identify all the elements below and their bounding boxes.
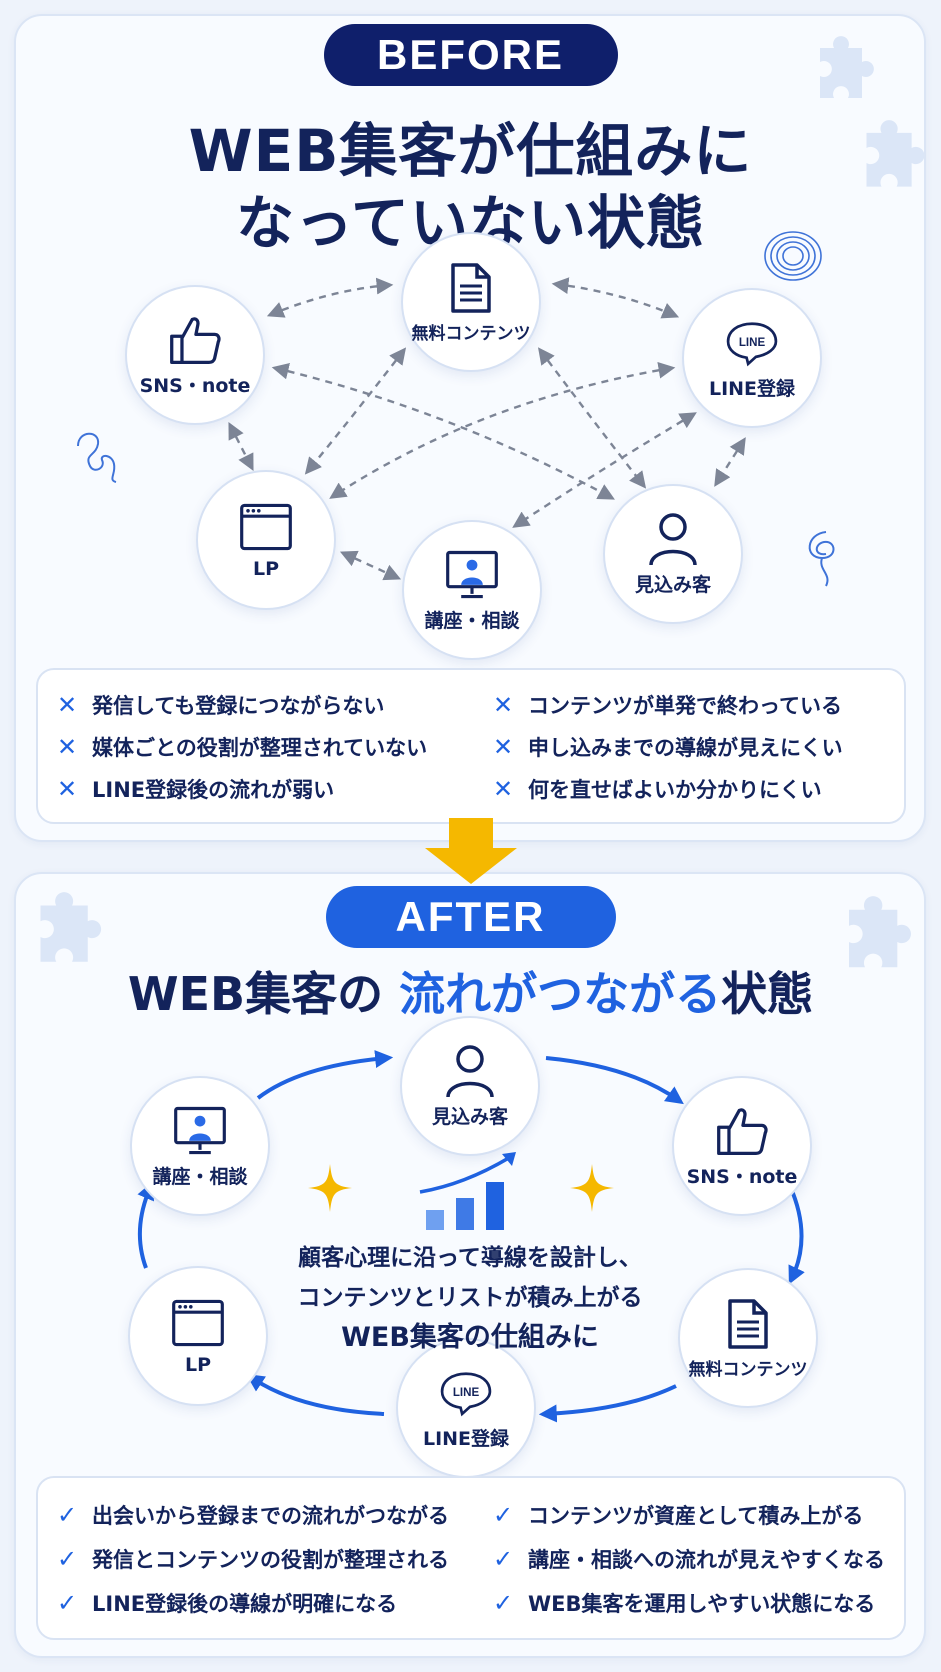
x-mark-icon: ✕: [492, 691, 514, 719]
node-free-content: 無料コンテンツ: [401, 232, 541, 372]
node-label: LP: [252, 558, 280, 580]
list-item: ✕LINE登録後の流れが弱い: [54, 774, 334, 804]
benefits-list: ✓出会いから登録までの流れがつながる ✓コンテンツが資産として積み上がる ✓発信…: [36, 1476, 906, 1640]
center-text-line1: 顧客心理に沿って導線を設計し、: [298, 1245, 642, 1271]
node-label: SNS・note: [139, 374, 251, 397]
person-icon: [443, 1044, 497, 1098]
center-text-line2: コンテンツとリストが積み上がる: [297, 1285, 643, 1311]
sparkle-icon: [308, 1164, 352, 1212]
node-label: LP: [184, 1354, 212, 1376]
line-logo-text: LINE: [453, 1387, 480, 1399]
node-label: 無料コンテンツ: [411, 323, 531, 344]
list-item: ✕発信しても登録につながらない: [54, 690, 384, 720]
center-message: 顧客心理に沿って導線を設計し、 コンテンツとリストが積み上がる WEB集客の仕組…: [240, 1238, 700, 1358]
check-mark-icon: ✓: [492, 1589, 514, 1617]
node-label: 講座・相談: [424, 609, 520, 632]
node-label: LINE登録: [708, 377, 796, 400]
thumbs-up-icon: [715, 1104, 769, 1158]
node-seminar: 講座・相談: [130, 1076, 270, 1216]
check-mark-icon: ✓: [56, 1589, 78, 1617]
scribble-icon: [77, 432, 117, 483]
list-item: ✓LINE登録後の導線が明確になる: [54, 1588, 397, 1618]
node-free-content: 無料コンテンツ: [678, 1268, 818, 1408]
node-label: LINE登録: [422, 1427, 510, 1450]
node-seminar: 講座・相談: [402, 520, 542, 660]
node-lp: LP: [128, 1266, 268, 1406]
list-item: ✕何を直せばよいか分かりにくい: [490, 774, 822, 804]
growth-chart-icon: [419, 1152, 516, 1230]
x-mark-icon: ✕: [56, 775, 78, 803]
list-item: ✕媒体ごとの役割が整理されていない: [54, 732, 427, 762]
check-mark-icon: ✓: [56, 1545, 78, 1573]
node-label: 見込み客: [431, 1105, 508, 1128]
x-mark-icon: ✕: [56, 733, 78, 761]
sparkle-icon: [570, 1164, 614, 1212]
check-mark-icon: ✓: [492, 1545, 514, 1573]
node-label: SNS・note: [686, 1165, 798, 1188]
list-item: ✕コンテンツが単発で終わっている: [490, 690, 842, 720]
before-badge: BEFORE: [323, 24, 618, 86]
monitor-person-icon: [173, 1104, 227, 1158]
node-prospect: 見込み客: [603, 484, 743, 624]
node-sns-note: SNS・note: [672, 1076, 812, 1216]
arrow-down-icon: [425, 818, 517, 884]
x-mark-icon: ✕: [492, 775, 514, 803]
check-mark-icon: ✓: [56, 1501, 78, 1529]
puzzle-piece-icon: [849, 896, 911, 968]
node-sns-note: SNS・note: [125, 285, 265, 425]
problems-list: ✕発信しても登録につながらない ✕コンテンツが単発で終わっている ✕媒体ごとの役…: [36, 668, 906, 824]
document-icon: [721, 1297, 775, 1351]
puzzle-piece-icon: [866, 120, 925, 187]
node-label: 無料コンテンツ: [688, 1359, 808, 1380]
monitor-person-icon: [445, 548, 499, 602]
before-connection-lines: [228, 277, 746, 581]
puzzle-piece-icon: [820, 36, 874, 98]
document-icon: [444, 261, 498, 315]
person-icon: [646, 512, 700, 566]
x-mark-icon: ✕: [492, 733, 514, 761]
line-logo-text: LINE: [739, 337, 766, 349]
before-title: WEB集客が仕組みに: [188, 117, 753, 185]
after-badge: AFTER: [325, 886, 616, 948]
browser-window-icon: [171, 1296, 225, 1350]
node-lp: LP: [196, 470, 336, 610]
x-mark-icon: ✕: [56, 691, 78, 719]
center-text-line3: WEB集客の仕組みに: [341, 1322, 599, 1353]
browser-window-icon: [239, 500, 293, 554]
list-item: ✓コンテンツが資産として積み上がる: [490, 1500, 863, 1530]
list-item: ✓WEB集客を運用しやすい状態になる: [490, 1588, 875, 1618]
check-mark-icon: ✓: [492, 1501, 514, 1529]
node-label: 見込み客: [634, 573, 711, 596]
list-item: ✓講座・相談への流れが見えやすくなる: [490, 1544, 885, 1574]
list-item: ✓発信とコンテンツの役割が整理される: [54, 1544, 449, 1574]
scribble-icon: [764, 231, 822, 281]
node-line-register: LINE LINE登録: [396, 1338, 536, 1478]
node-label: 講座・相談: [152, 1165, 248, 1188]
node-prospect: 見込み客: [400, 1016, 540, 1156]
node-line-register: LINE LINE登録: [682, 288, 822, 428]
list-item: ✓出会いから登録までの流れがつながる: [54, 1500, 449, 1530]
scribble-icon: [808, 531, 835, 587]
puzzle-piece-icon: [40, 892, 102, 962]
thumbs-up-icon: [168, 313, 222, 367]
line-bubble-icon: LINE: [439, 1366, 493, 1420]
list-item: ✕申し込みまでの導線が見えにくい: [490, 732, 843, 762]
after-title: WEB集客の 流れがつながる状態: [127, 967, 814, 1021]
line-bubble-icon: LINE: [725, 316, 779, 370]
